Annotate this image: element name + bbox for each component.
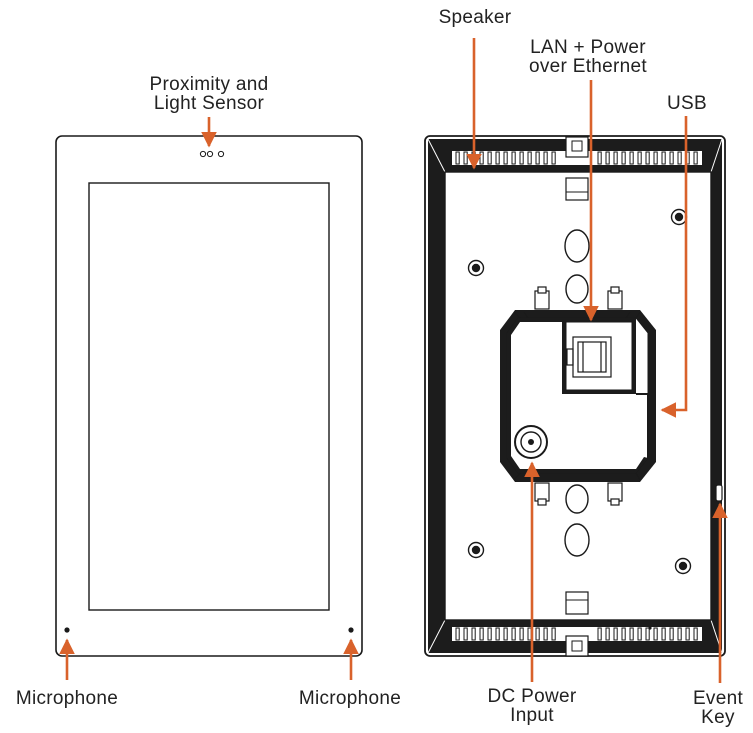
label-lan-line2: over Ethernet [529, 56, 647, 77]
label-usb: USB [657, 94, 717, 113]
label-event-key: Event Key [683, 689, 753, 727]
label-event-line1: Event [692, 688, 744, 709]
microphone-left-icon [64, 627, 70, 633]
dc-jack-icon [514, 425, 548, 459]
label-microphone-right: Microphone [283, 689, 417, 708]
front-panel [55, 135, 363, 657]
arrow-usb [660, 116, 688, 418]
screw-icon [467, 208, 692, 575]
label-proximity-sensor: Proximity and Light Sensor [126, 75, 292, 113]
label-lan-line1: LAN + Power [530, 37, 646, 58]
label-speaker-text: Speaker [438, 7, 512, 28]
speaker-vents-bottom [452, 627, 702, 657]
back-panel [424, 135, 726, 657]
label-dc-line1: DC Power [487, 686, 577, 707]
label-dc-power: DC Power Input [472, 687, 592, 725]
label-proximity-line1: Proximity and [149, 74, 269, 95]
speaker-vents-top [452, 136, 702, 165]
label-microphone-right-text: Microphone [298, 688, 402, 709]
label-speaker: Speaker [428, 8, 522, 27]
label-event-line2: Key [701, 707, 735, 728]
label-proximity-line2: Light Sensor [153, 93, 265, 114]
label-lan-poe: LAN + Power over Ethernet [506, 38, 670, 76]
label-microphone-left-text: Microphone [15, 688, 119, 709]
event-key-button [715, 484, 723, 502]
label-usb-text: USB [667, 93, 707, 114]
back-module [500, 310, 656, 482]
callout-arrows [59, 38, 728, 683]
front-screen [88, 182, 330, 611]
microphone-right-icon [348, 627, 354, 633]
proximity-sensor-icon [199, 150, 225, 158]
label-dc-line2: Input [510, 705, 554, 726]
label-microphone-left: Microphone [0, 689, 134, 708]
ethernet-port-icon [566, 336, 612, 378]
